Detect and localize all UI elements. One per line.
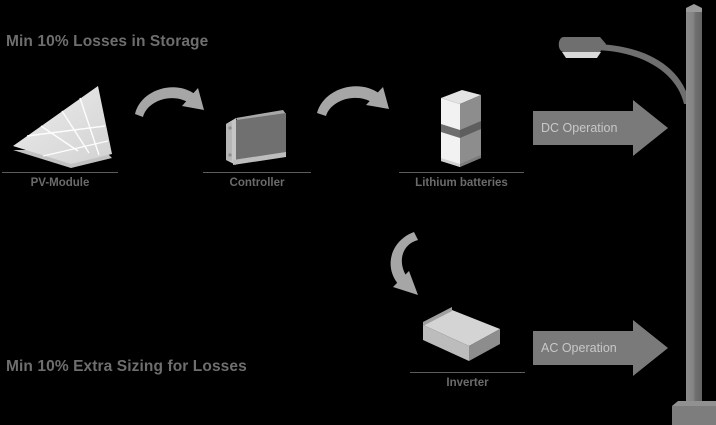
inverter-slab-icon bbox=[423, 307, 500, 361]
heading-extra-sizing: Min 10% Extra Sizing for Losses bbox=[6, 358, 247, 375]
solar-panel-icon bbox=[13, 86, 112, 168]
ac-operation-label[interactable]: AC Operation bbox=[541, 341, 617, 355]
divider-controller bbox=[203, 172, 311, 173]
divider-inverter bbox=[410, 372, 525, 373]
node-label-controller: Controller bbox=[229, 177, 285, 189]
arrow-controller-to-batteries bbox=[317, 86, 389, 116]
controller-box-icon bbox=[226, 110, 286, 165]
heading-storage-losses: Min 10% Losses in Storage bbox=[6, 33, 209, 50]
arrow-batteries-to-inverter bbox=[390, 232, 418, 295]
node-label-lithium-batteries: Lithium batteries bbox=[415, 177, 508, 189]
battery-stack-icon bbox=[441, 90, 481, 167]
street-lamp-icon bbox=[558, 4, 716, 425]
dc-operation-arrow[interactable] bbox=[533, 100, 668, 156]
dc-operation-label[interactable]: DC Operation bbox=[541, 121, 618, 135]
ac-operation-arrow[interactable] bbox=[533, 320, 668, 376]
node-label-inverter: Inverter bbox=[446, 377, 489, 389]
node-label-pv-module: PV-Module bbox=[30, 177, 90, 189]
arrow-pv-to-controller bbox=[135, 87, 204, 117]
divider-lithium-batteries bbox=[399, 172, 524, 173]
divider-pv-module bbox=[2, 172, 118, 173]
